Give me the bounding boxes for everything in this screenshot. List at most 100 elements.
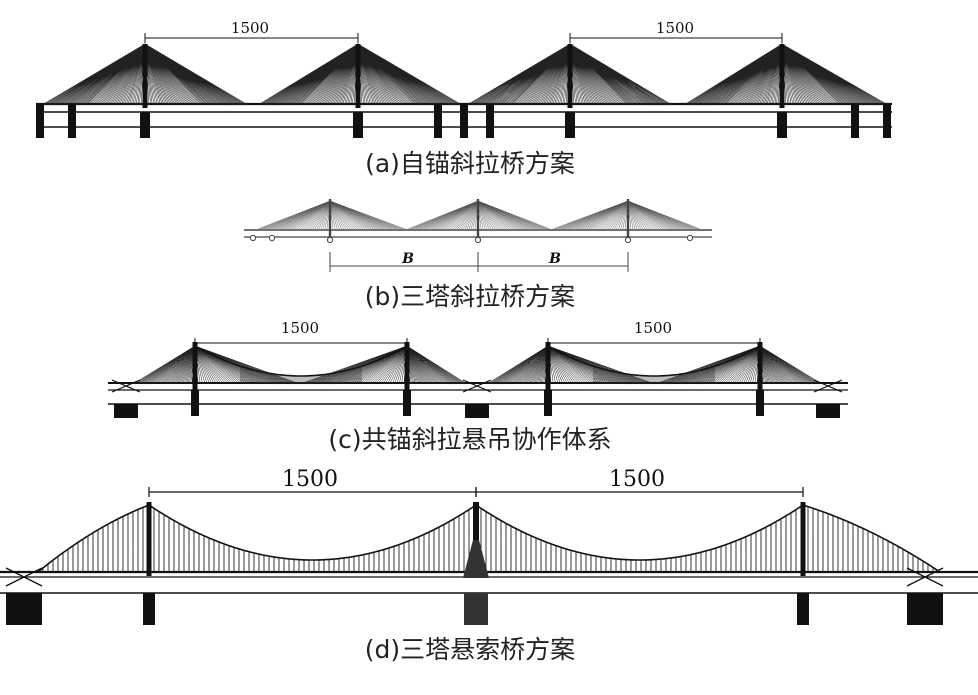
panel-a-tower-2-right-fan-strands — [357, 43, 463, 106]
panel-b-tower-3-right-fan — [627, 200, 701, 230]
panel-c-tower-1 — [192, 342, 198, 390]
panel-a-tower-2-left-fan-strands — [257, 43, 359, 106]
panel-c-tower-2-foot — [403, 390, 411, 416]
panel-a-tower-2-foot — [353, 112, 363, 138]
panel-c-main-cable-1 — [194, 345, 408, 384]
panel-a-tower-4-right-fan — [781, 43, 889, 106]
panel-d-tower-2-foot — [464, 593, 488, 625]
panel-b-tower-1-right-fan-strands — [329, 200, 406, 230]
panel-c-tower-3-right-fan — [547, 345, 656, 385]
panel-a-tower-4-right-fan-strands — [781, 43, 889, 106]
panel-a-caption: (a)自锚斜拉桥方案 — [365, 149, 575, 178]
panel-c-main-cable-1-hangers — [240, 366, 362, 384]
panel-c-span-label-1: 1500 — [281, 319, 319, 337]
panel-c-caption: (c)共锚斜拉悬吊协作体系 — [328, 425, 611, 454]
panel-c-tower-4 — [757, 342, 763, 390]
panel-a-tower-3-right-fan-strands — [569, 43, 673, 106]
panel-d-anchorage-right-block — [907, 593, 943, 625]
panel-a-tower-1-left-fan-strands — [41, 43, 146, 106]
panel-d-anchorage-left — [5, 567, 43, 625]
panel-a-tower-3-left-fan — [466, 43, 571, 106]
panel-c-tower-4-right-fan — [759, 345, 823, 385]
panel-c-anchorage-middle — [462, 379, 492, 418]
panel-d-main-cable-curve — [37, 504, 941, 573]
panel-a-tower-4 — [779, 44, 785, 108]
panel-a-tower-3-right-fan — [569, 43, 673, 106]
panel-a-pier-4 — [460, 104, 468, 138]
panel-a-pier-7 — [883, 104, 891, 138]
panel-d-anchorage-left-block — [6, 593, 42, 625]
panel-d-tower-2-brace — [463, 540, 489, 578]
panel-c-tower-1-right-fan-strands — [194, 345, 301, 385]
panel-a-pier-1 — [36, 104, 44, 138]
panel-c-tower-1-left-fan-strands — [132, 345, 196, 385]
panel-b-tower-3-left-fan-strands — [552, 200, 629, 230]
panel-c-anchorage-left — [111, 379, 141, 418]
panel-d-caption: (d)三塔悬索桥方案 — [365, 635, 575, 664]
panel-c-main-cable-2-hangers — [593, 366, 715, 384]
panel-c-tower-3-left-fan-strands — [486, 345, 549, 385]
panel-d-hangers — [42, 506, 934, 572]
panel-b-tower-1-bearing — [326, 236, 334, 244]
panel-c-tower-2 — [404, 342, 410, 390]
panel-a-tower-3-left-fan-strands — [466, 43, 571, 106]
panel-c-tower-2-left-fan — [299, 345, 408, 385]
panel-d-tower-3-foot — [797, 593, 809, 625]
panel-c-tower-4-left-fan — [654, 345, 761, 385]
panel-c-anchorage-left-block — [114, 404, 138, 418]
panel-d-span-label-2: 1500 — [609, 467, 665, 492]
panel-b-caption: (b)三塔斜拉桥方案 — [365, 282, 575, 311]
panel-c-anchorage-right-brace-2 — [813, 379, 843, 393]
panel-c-anchorage-right-block — [816, 404, 840, 418]
panel-b-tower-1 — [328, 199, 332, 241]
panel-b-tower-2-bearing — [474, 236, 482, 244]
panel-b-end-support-3 — [686, 234, 694, 242]
panel-c-tower-2-right-fan-strands — [406, 345, 468, 385]
panel-c-span-label-2: 1500 — [634, 319, 672, 337]
panel-c-anchorage-left-brace-2 — [111, 379, 141, 393]
panel-b-dimension — [329, 252, 629, 272]
panel-a-pier-5 — [486, 104, 494, 138]
panel-c-tower-4-foot — [756, 390, 764, 416]
panel-c-tower-4-left-fan-strands — [654, 345, 761, 385]
panel-a-dimension-1 — [144, 33, 359, 43]
panel-a-tower-4-left-fan — [683, 43, 783, 106]
panel-a-tower-1 — [142, 44, 148, 108]
panel-d-anchorage-right-brace-2 — [906, 567, 944, 587]
panel-b-end-support-2 — [268, 234, 276, 242]
panel-d-dimension-2 — [475, 487, 804, 497]
panel-a-tower-2-right-fan — [357, 43, 463, 106]
panel-c-tower-3-foot — [544, 390, 552, 416]
panel-d-tower-1-foot — [143, 593, 155, 625]
panel-c-cable-stayed-suspension-hybrid — [108, 338, 848, 418]
panel-a-tower-2-left-fan — [257, 43, 359, 106]
panel-a-tower-1-left-fan — [41, 43, 146, 106]
panel-c-tower-3-right-fan-strands — [547, 345, 656, 385]
panel-a-self-anchored-cable-stayed — [36, 33, 892, 138]
panel-b-tower-2-right-fan-strands — [477, 200, 551, 230]
panel-a-tower-3 — [567, 44, 573, 108]
panel-a-span-label-2: 1500 — [656, 19, 694, 37]
panel-b-tower-2-right-fan — [477, 200, 551, 230]
panel-c-tower-2-right-fan — [406, 345, 468, 385]
panel-c-main-cable-2 — [547, 345, 761, 384]
panel-b-tower-1-left-fan — [257, 200, 331, 230]
panel-b-tower-2 — [476, 199, 480, 241]
panel-b-end-support-1 — [249, 234, 257, 242]
panel-a-tower-4-foot — [777, 112, 787, 138]
panel-c-tower-2-left-fan-strands — [299, 345, 408, 385]
panel-a-tower-2 — [355, 44, 361, 108]
panel-a-dimension-2 — [569, 33, 783, 43]
panel-a-pier-3 — [434, 104, 442, 138]
panel-c-tower-4-right-fan-strands — [759, 345, 823, 385]
panel-b-tower-3 — [626, 199, 630, 241]
panel-c-anchorage-middle-block — [465, 404, 489, 418]
panel-d-tower-1 — [146, 502, 152, 576]
panel-c-tower-3 — [545, 342, 551, 390]
panel-c-tower-3-left-fan — [486, 345, 549, 385]
panel-b-tower-3-right-fan-strands — [627, 200, 701, 230]
panel-d-anchorage-left-brace-2 — [5, 567, 43, 587]
panel-a-tower-3-foot — [565, 112, 575, 138]
panel-c-tower-1-left-fan — [132, 345, 196, 385]
